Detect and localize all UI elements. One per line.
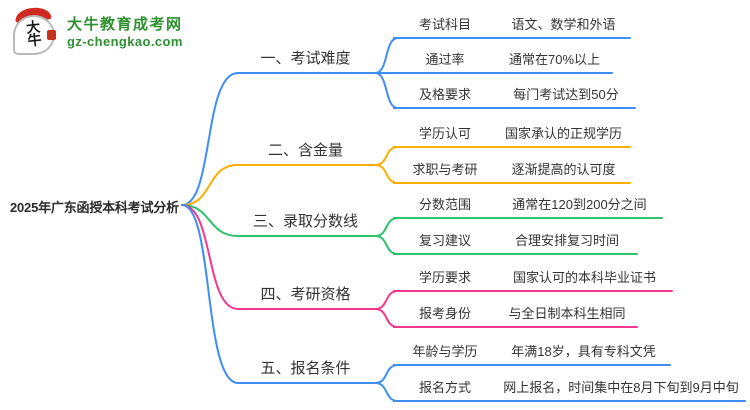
branch-label-value: 二、含金量 [267,142,343,159]
node-label: 报名方式 [418,380,471,395]
node-value: 网上报名，时间集中在8月下旬到9月中旬 [503,380,739,395]
node-label: 学历认可 [418,126,471,141]
branch-label-postgrad-eligibility: 四、考研资格 [260,286,351,303]
node-label: 复习建议 [418,233,471,248]
node-label: 分数范围 [418,197,471,212]
node-row-job-and-postgrad: 求职与考研 逐渐提高的认可度 [393,156,630,184]
node-label: 及格要求 [418,87,471,102]
node-row-degree-recognition: 学历认可 国家承认的正规学历 [393,120,630,148]
logo-domain: gz-chengkao.com [67,33,183,49]
node-row-pass-rate: 通过率 通常在70%以上 [393,46,612,74]
node-value: 语文、数学和外语 [511,17,616,32]
node-label: 报考身份 [418,306,471,321]
node-value: 年满18岁，具有专科文凭 [511,344,656,359]
logo-bubble-text: 大牛 [25,19,43,50]
logo-red-seal [47,30,56,40]
node-row-review-advice: 复习建议 合理安排复习时间 [393,227,637,255]
node-value: 通常在70%以上 [508,52,601,67]
node-row-age-education: 年龄与学历 年满18岁，具有专科文凭 [393,338,670,366]
daniu-bubble-logo-icon: 大牛 [12,6,58,56]
logo-text-block: 大牛教育成考网 gz-chengkao.com [67,16,183,49]
node-label: 通过率 [425,52,465,67]
node-value: 合理安排复习时间 [514,233,619,248]
node-label: 学历要求 [418,270,471,285]
root-topic: 2025年广东函授本科考试分析 [10,200,179,215]
node-row-score-range: 分数范围 通常在120到200分之间 [393,191,662,219]
site-logo: 大牛 大牛教育成考网 gz-chengkao.com [12,6,183,56]
branch-label-exam-difficulty: 一、考试难度 [260,50,351,67]
node-row-applicant-status: 报考身份 与全日制本科生相同 [393,300,637,328]
node-value: 与全日制本科生相同 [508,306,626,321]
node-row-registration-method: 报名方式 网上报名，时间集中在8月下旬到9月中旬 [393,374,745,402]
node-row-pass-requirement: 及格要求 每门考试达到50分 [393,81,635,109]
node-value: 国家承认的正规学历 [504,126,622,141]
logo-title: 大牛教育成考网 [67,15,183,33]
branch-label-admission-score: 三、录取分数线 [252,213,358,230]
node-value: 国家认可的本科毕业证书 [512,270,656,285]
node-label: 考试科目 [418,17,471,32]
branch-label-registration: 五、报名条件 [260,360,351,377]
node-label: 年龄与学历 [412,344,478,359]
node-value: 通常在120到200分之间 [512,197,647,212]
node-row-degree-requirement: 学历要求 国家认可的本科毕业证书 [393,264,672,292]
node-row-exam-subjects: 考试科目 语文、数学和外语 [393,11,630,39]
node-value: 每门考试达到50分 [513,87,619,102]
node-label: 求职与考研 [412,162,478,177]
node-value: 逐渐提高的认可度 [511,162,616,177]
